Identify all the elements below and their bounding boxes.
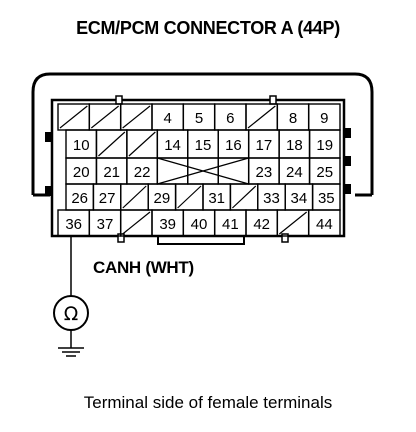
pin-number: 6	[226, 110, 234, 127]
pin-number: 17	[256, 137, 273, 154]
pin-number: 15	[195, 137, 212, 154]
unused-cavity-mark	[122, 105, 151, 129]
unused-cavity-mark	[247, 105, 276, 129]
unused-cavity-mark	[98, 131, 126, 157]
pin-cavity	[307, 209, 341, 237]
pin-number: 20	[73, 164, 90, 181]
pin-number: 9	[320, 110, 328, 127]
pin-number: 36	[65, 216, 82, 233]
pin-number: 10	[73, 137, 90, 154]
pin-number: 26	[71, 190, 88, 207]
side-tab-right-2	[345, 156, 351, 166]
unused-cavity-mark	[122, 185, 147, 209]
pin-number: 14	[164, 137, 181, 154]
pin-number: 5	[195, 110, 203, 127]
unused-cavity-mark	[59, 105, 88, 129]
unused-cavity-mark	[122, 211, 151, 235]
pin-number: 31	[208, 190, 225, 207]
unused-cavity-mark	[128, 131, 156, 157]
pin-number: 27	[99, 190, 116, 207]
key-top-right	[269, 95, 277, 105]
pin-number: 24	[286, 164, 303, 181]
connector-body	[50, 98, 346, 238]
pin-number: 19	[316, 137, 333, 154]
side-tab-right-3	[345, 184, 351, 194]
pin-number: 40	[191, 216, 208, 233]
diagram-title: ECM/PCM CONNECTOR A (44P)	[76, 18, 340, 38]
pin-number: 41	[222, 216, 239, 233]
unused-cavity-mark	[90, 105, 120, 129]
wire-label: CANH (WHT)	[93, 258, 194, 277]
pin-number: 8	[289, 110, 297, 127]
pin-grid: 4 5 6 8 9 10 14 15 16 17 18 19 20 21 22 23 24 25 26 27 29 31 3…	[57, 103, 341, 237]
diagram-caption: Terminal side of female terminals	[83, 393, 333, 412]
pin-number: 33	[263, 190, 280, 207]
unused-cavity-mark	[231, 185, 257, 209]
pin-number: 44	[316, 216, 333, 233]
side-tab-left-1	[45, 132, 51, 142]
pin-number: 4	[163, 110, 171, 127]
pin-number: 21	[103, 164, 120, 181]
key-top-left	[115, 95, 123, 105]
key-bottom-right	[281, 233, 289, 243]
pin-number: 23	[256, 164, 273, 181]
side-tab-left-2	[45, 186, 51, 196]
side-tab-right-1	[345, 128, 351, 138]
bottom-latch	[157, 236, 245, 245]
pin-number: 18	[286, 137, 303, 154]
pin-number: 37	[97, 216, 114, 233]
pin-number: 29	[154, 190, 171, 207]
unused-cavity-mark	[278, 211, 308, 235]
pin-number: 22	[134, 164, 151, 181]
pin-number: 39	[159, 216, 176, 233]
unused-cavity-mark	[177, 185, 202, 209]
pin-number: 25	[316, 164, 333, 181]
pin-number: 16	[225, 137, 242, 154]
pin-number: 34	[291, 190, 308, 207]
ohmmeter-symbol: Ω	[64, 303, 79, 325]
pin-number: 42	[253, 216, 270, 233]
connector-housing	[31, 72, 374, 195]
blocked-area-mark	[157, 157, 249, 185]
pin-number: 35	[318, 190, 335, 207]
